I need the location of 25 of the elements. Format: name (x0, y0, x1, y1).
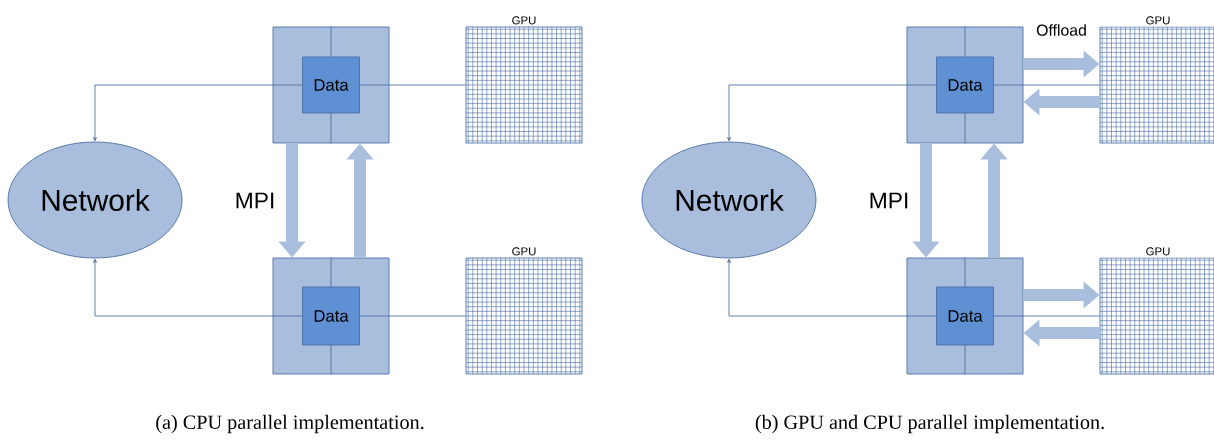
gpu-grid: GPU (465, 16, 583, 144)
data-box: Data (302, 286, 360, 346)
gpu-grid: GPU (1099, 16, 1214, 144)
caption: (b) GPU and CPU parallel implementation. (755, 414, 1104, 434)
connector-line (727, 258, 937, 317)
node-label: GPU (512, 247, 536, 256)
caption: (a) CPU parallel implementation. (156, 414, 424, 434)
gpu-grid: GPU (465, 247, 583, 375)
connector-line (93, 84, 303, 142)
node-label: GPU (1146, 16, 1170, 25)
connector-line (359, 84, 466, 86)
edge-label: MPI (232, 190, 278, 211)
data-box: Data (936, 286, 994, 346)
connector-line (727, 84, 937, 142)
data-box: Data (936, 56, 994, 114)
edge-label: Offload (1034, 22, 1089, 38)
data-box: Data (302, 56, 360, 114)
connector-line (993, 315, 1100, 317)
connector-line (993, 84, 1100, 86)
connector-line (359, 315, 466, 317)
gpu-grid: GPU (1099, 247, 1214, 375)
node-label: GPU (1146, 247, 1170, 256)
node-label: GPU (512, 16, 536, 25)
edge-label: MPI (866, 190, 912, 211)
connector-line (93, 258, 303, 317)
